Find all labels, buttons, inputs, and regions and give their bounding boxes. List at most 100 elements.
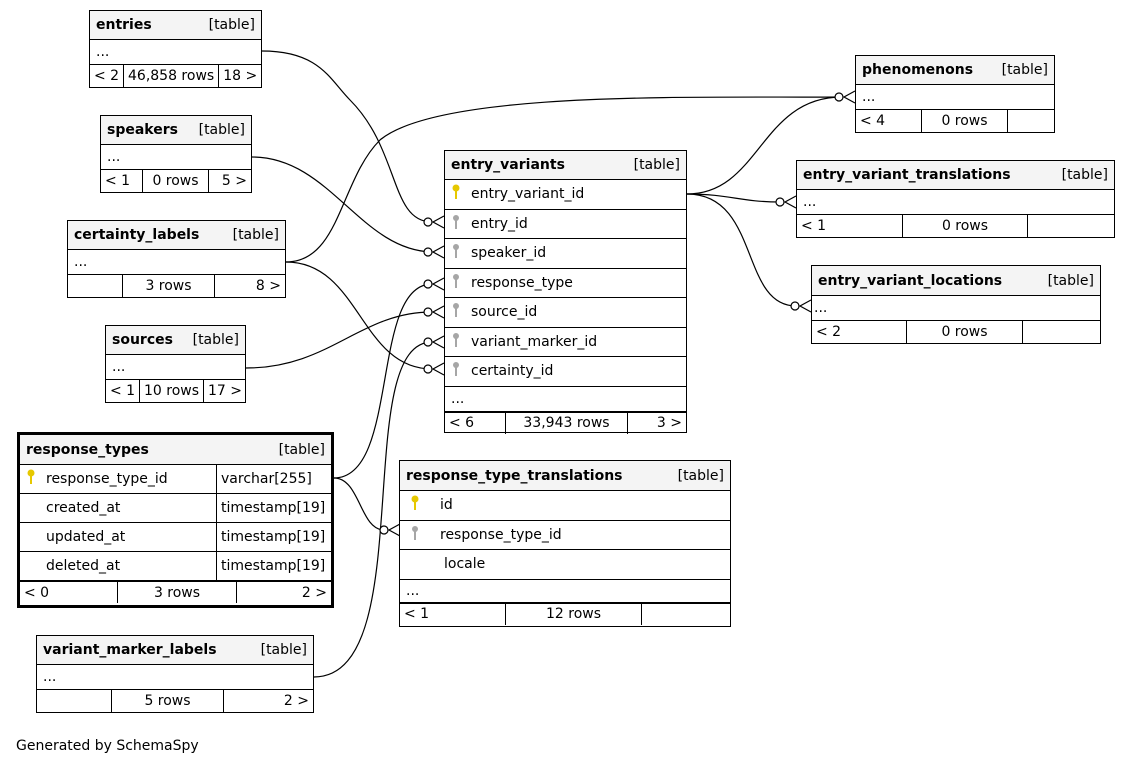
children-count[interactable] — [1008, 110, 1054, 132]
table-tag: [table] — [278, 441, 325, 458]
table-speakers[interactable]: speakers [table] ... < 1 0 rows 5 > — [100, 115, 252, 193]
link-entries-entry-variants — [261, 50, 433, 223]
ellipsis-row: ... — [37, 665, 313, 690]
column-row[interactable]: source_id — [445, 298, 686, 328]
children-count[interactable]: 2 > — [283, 693, 309, 709]
table-name: entry_variants — [451, 157, 565, 173]
parents-count[interactable]: < 6 — [445, 412, 506, 434]
table-header: entries [table] — [90, 11, 261, 40]
table-phenomenons[interactable]: phenomenons [table] ... < 4 0 rows — [855, 55, 1055, 133]
table-variant-marker-labels[interactable]: variant_marker_labels [table] ... 5 rows… — [36, 635, 314, 713]
column-row[interactable]: created_at timestamp[19] — [20, 494, 331, 523]
table-name: entries — [96, 17, 152, 33]
column-name: response_type — [471, 274, 573, 291]
column-row[interactable]: response_type — [445, 269, 686, 298]
column-row[interactable]: entry_id — [445, 210, 686, 239]
foreign-key-icon — [451, 361, 461, 381]
row-count: 12 rows — [506, 603, 642, 625]
parents-count[interactable] — [37, 690, 112, 712]
children-count[interactable]: 18 > — [223, 68, 258, 84]
parents-count[interactable] — [68, 275, 123, 297]
foreign-key-icon — [410, 525, 420, 545]
table-footer: 5 rows 2 > — [37, 690, 313, 712]
column-row[interactable]: certainty_id — [445, 357, 686, 387]
parents-count[interactable]: < 2 — [812, 321, 907, 343]
foreign-key-icon — [451, 332, 461, 352]
children-count[interactable]: 17 > — [208, 383, 242, 399]
ellipsis-row: ... — [812, 296, 1100, 321]
column-row[interactable]: deleted_at timestamp[19] — [20, 552, 331, 581]
table-response-types[interactable]: response_types [table] response_type_id … — [17, 432, 334, 608]
table-footer: < 6 33,943 rows 3 > — [445, 411, 686, 434]
column-type: timestamp[19] — [221, 500, 326, 516]
link-variant-markers-entry-variants — [313, 341, 433, 678]
column-name: created_at — [20, 494, 217, 522]
table-entries[interactable]: entries [table] ... < 2 46,858 rows 18 > — [89, 10, 262, 88]
children-count[interactable]: 8 > — [255, 278, 281, 294]
column-row[interactable]: response_type_id varchar[255] — [20, 465, 331, 494]
table-footer: < 1 0 rows — [797, 215, 1114, 237]
row-count: 5 rows — [112, 690, 224, 712]
children-count[interactable] — [1023, 321, 1100, 343]
column-row[interactable]: speaker_id — [445, 239, 686, 269]
children-count[interactable]: 2 > — [301, 584, 327, 601]
column-name: response_type_id — [440, 526, 562, 543]
column-row[interactable]: locale — [400, 550, 730, 580]
parents-count[interactable]: < 1 — [106, 380, 140, 402]
children-count[interactable] — [642, 604, 730, 625]
generated-by-label: Generated by SchemaSpy — [16, 738, 199, 754]
parents-count[interactable]: < 4 — [856, 110, 922, 132]
parents-count[interactable]: < 0 — [20, 582, 118, 603]
column-row[interactable]: response_type_id — [400, 521, 730, 550]
table-header: speakers [table] — [101, 116, 251, 145]
table-response-type-translations[interactable]: response_type_translations [table] id re… — [399, 460, 731, 627]
column-name: entry_id — [471, 215, 528, 232]
table-entry-variants[interactable]: entry_variants [table] entry_variant_id … — [444, 150, 687, 434]
column-name: entry_variant_id — [471, 186, 585, 203]
primary-key-icon — [451, 184, 461, 204]
children-count[interactable]: 3 > — [656, 415, 682, 431]
row-count: 0 rows — [903, 215, 1028, 237]
table-tag: [table] — [1047, 272, 1094, 289]
ellipsis-row: ... — [400, 580, 730, 603]
link-response-types-translations — [333, 477, 385, 531]
table-tag: [table] — [208, 17, 255, 33]
table-header: response_type_translations [table] — [400, 461, 730, 491]
link-response-types-entry-variants — [333, 283, 433, 479]
table-footer: < 0 3 rows 2 > — [20, 581, 331, 603]
parents-count[interactable]: < 2 — [90, 65, 124, 87]
column-row[interactable]: variant_marker_id — [445, 328, 686, 357]
column-name: id — [440, 497, 453, 514]
table-footer: < 1 0 rows 5 > — [101, 170, 251, 192]
table-name: response_type_translations — [406, 467, 623, 484]
column-type: varchar[255] — [221, 471, 312, 487]
link-entry-variants-phenomenons — [686, 96, 843, 195]
row-count: 46,858 rows — [124, 65, 220, 87]
link-certainty-phenomenons — [285, 96, 843, 263]
column-row[interactable]: entry_variant_id — [445, 180, 686, 210]
column-row[interactable]: updated_at timestamp[19] — [20, 523, 331, 552]
table-certainty-labels[interactable]: certainty_labels [table] ... 3 rows 8 > — [67, 220, 286, 298]
table-header: entry_variant_translations [table] — [797, 161, 1114, 190]
table-sources[interactable]: sources [table] ... < 1 10 rows 17 > — [105, 325, 246, 403]
ellipsis-row: ... — [856, 85, 1054, 110]
parents-count[interactable]: < 1 — [400, 603, 506, 625]
table-tag: [table] — [677, 467, 724, 484]
table-entry-variant-translations[interactable]: entry_variant_translations [table] ... <… — [796, 160, 1115, 238]
table-tag: [table] — [232, 227, 279, 243]
parents-count[interactable]: < 1 — [101, 170, 143, 192]
children-count[interactable] — [1028, 215, 1114, 237]
column-name: locale — [444, 556, 486, 573]
parents-count[interactable]: < 1 — [797, 215, 903, 237]
table-entry-variant-locations[interactable]: entry_variant_locations [table] ... < 2 … — [811, 265, 1101, 344]
row-count: 0 rows — [143, 170, 209, 192]
children-count[interactable]: 5 > — [221, 173, 247, 189]
table-name: variant_marker_labels — [43, 642, 217, 658]
column-name: response_type_id — [46, 471, 168, 487]
table-header: variant_marker_labels [table] — [37, 636, 313, 665]
row-count: 3 rows — [123, 275, 215, 297]
primary-key-icon — [26, 469, 36, 489]
column-row[interactable]: id — [400, 491, 730, 521]
ellipsis-row: ... — [101, 145, 251, 170]
table-name: speakers — [107, 122, 178, 138]
